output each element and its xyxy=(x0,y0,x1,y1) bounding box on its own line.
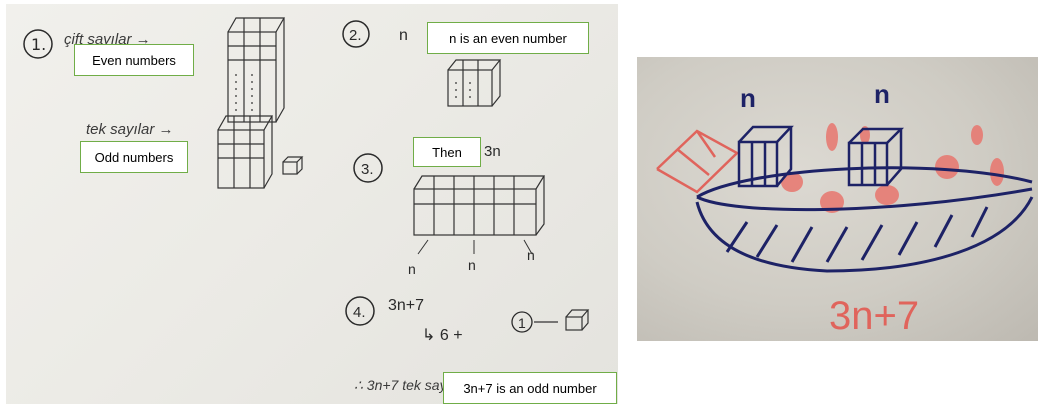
left-photo-drawing: 1. çift sayılar → tek sayılar → xyxy=(23,17,590,393)
odd-tower-sketch xyxy=(217,115,304,189)
n-right-text: n xyxy=(527,247,535,263)
right-photo-drawing: n n 3n+7 xyxy=(656,79,1034,338)
right-n-right-text: n xyxy=(874,79,890,109)
left-photo: 1. çift sayılar → tek sayılar → xyxy=(6,4,618,404)
blue-cubes-sketch xyxy=(737,125,905,188)
three-n-text: 3n xyxy=(484,143,501,160)
step3-number: 3. xyxy=(361,161,374,178)
one-circled-text: 1 xyxy=(518,315,526,331)
n-top-text: n xyxy=(399,27,408,44)
leftover-cube-sketch xyxy=(534,309,590,331)
right-photo: n n 3n+7 xyxy=(637,57,1038,341)
step4-number: 4. xyxy=(353,304,366,321)
step2-number: 2. xyxy=(349,27,362,44)
n-left-text: n xyxy=(408,261,416,277)
n-mid-text: n xyxy=(468,257,476,273)
cift-sayilar-text: çift sayılar → xyxy=(64,31,151,48)
right-n-left-text: n xyxy=(740,83,756,113)
split-arrows-sketch xyxy=(417,239,533,255)
expr-3n7-text: 3n+7 xyxy=(388,297,424,314)
then-label: Then xyxy=(413,137,481,167)
step1-number: 1. xyxy=(31,35,46,54)
bowl-sketch xyxy=(695,166,1034,273)
tek-sayilar-text: tek sayılar → xyxy=(86,121,174,138)
even-tower-sketch xyxy=(227,17,286,123)
conclusion-text: ∴ 3n+7 tek sayı xyxy=(354,377,451,393)
red-dots xyxy=(781,123,1004,213)
right-expr-text: 3n+7 xyxy=(829,294,919,338)
even-numbers-label: Even numbers xyxy=(74,44,194,76)
arrow-six-plus-text: ↳ 6 + xyxy=(422,327,463,344)
n-even-tower-sketch xyxy=(447,59,502,107)
odd-numbers-label: Odd numbers xyxy=(80,141,188,173)
three-n-blocks-sketch xyxy=(413,175,546,236)
red-box-sketch xyxy=(656,129,740,194)
n-is-even-label: n is an even number xyxy=(427,22,589,54)
step1-circle xyxy=(23,29,53,59)
odd-result-label: 3n+7 is an odd number xyxy=(443,372,617,404)
